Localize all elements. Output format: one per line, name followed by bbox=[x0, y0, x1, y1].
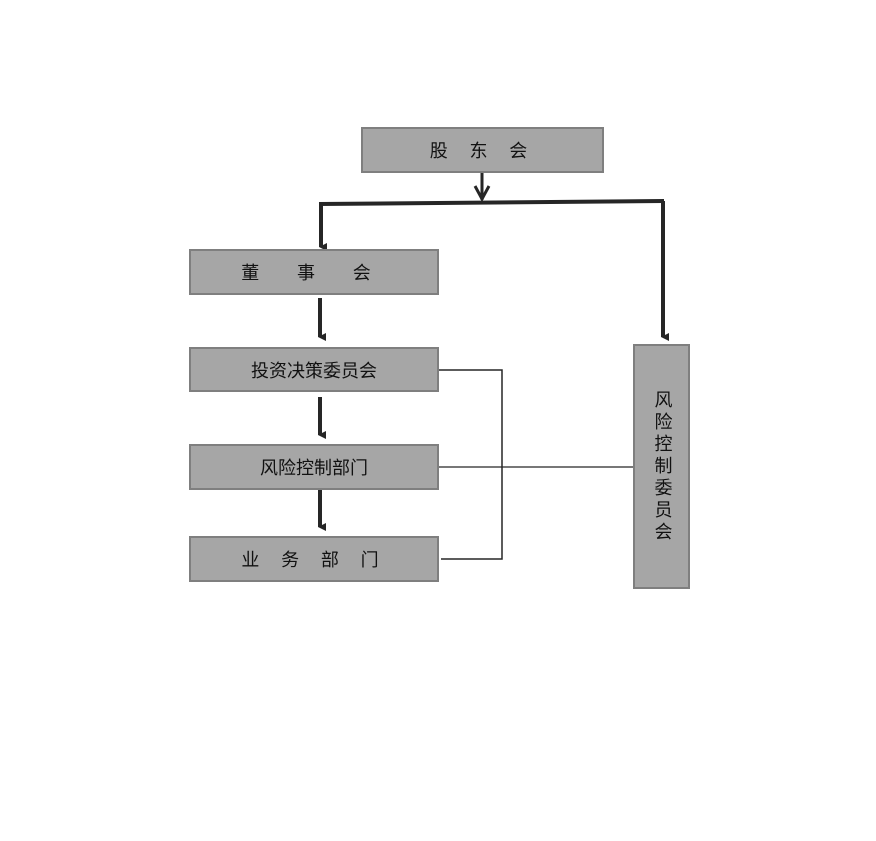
node-investment-committee: 投资决策委员会 bbox=[189, 347, 439, 392]
node-risk-control-dept: 风险控制部门 bbox=[189, 444, 439, 490]
node-shareholders-label: 股 东 会 bbox=[429, 141, 536, 162]
node-shareholders: 股 东 会 bbox=[361, 127, 604, 173]
node-risk-control-committee-label: 风险控制委员会 bbox=[651, 389, 673, 544]
connector-shareholders-arrowhead bbox=[473, 185, 491, 203]
node-investment-committee-label: 投资决策委员会 bbox=[251, 360, 377, 382]
node-business-dept: 业 务 部 门 bbox=[189, 536, 439, 582]
node-business-dept-label: 业 务 部 门 bbox=[241, 550, 387, 571]
connector-split-horizontal bbox=[318, 199, 665, 206]
node-board: 董 事 会 bbox=[189, 249, 439, 295]
node-board-label: 董 事 会 bbox=[241, 263, 387, 284]
node-risk-control-dept-label: 风险控制部门 bbox=[260, 458, 368, 479]
connector-bracket bbox=[439, 369, 503, 560]
node-risk-control-committee: 风险控制委员会 bbox=[633, 344, 690, 589]
